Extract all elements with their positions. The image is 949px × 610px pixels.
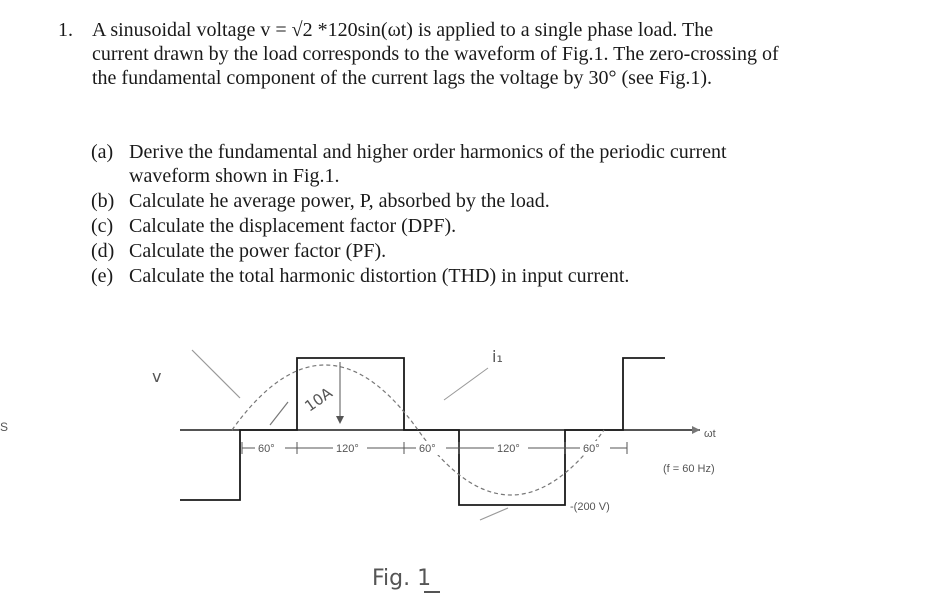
voltage-peak-label: -(200 V)	[570, 501, 610, 513]
interval-label: 60°	[419, 443, 436, 455]
subquestion-e: (e) Calculate the total harmonic distort…	[91, 264, 906, 288]
frequency-label: (f = 60 Hz)	[663, 463, 715, 475]
statement-line: the fundamental component of the current…	[92, 67, 713, 89]
annotation-stroke	[191, 349, 241, 399]
statement-line: A sinusoidal voltage v = √2 *120sin(ωt) …	[92, 19, 714, 41]
problem-statement: A sinusoidal voltage v = √2 *120sin(ωt) …	[92, 18, 902, 90]
amplitude-arrowhead-icon	[336, 416, 344, 424]
subquestion-label: (e)	[91, 265, 114, 287]
subquestion-text: Derive the fundamental and higher order …	[129, 141, 727, 163]
voltage-label: v	[152, 367, 161, 386]
subquestion-c: (c) Calculate the displacement factor (D…	[91, 214, 906, 238]
current-waveform	[180, 357, 665, 506]
axis-label: ωt	[704, 428, 716, 440]
annotation-stroke	[479, 507, 509, 521]
subquestion-text: Calculate the total harmonic distortion …	[129, 265, 630, 287]
subquestion-label: (d)	[91, 240, 115, 262]
subquestion-label: (b)	[91, 190, 115, 212]
amplitude-label: 10A	[301, 383, 336, 415]
subquestion-b: (b) Calculate he average power, P, absor…	[91, 189, 906, 213]
interval-label: 120°	[336, 443, 359, 455]
interval-label: 120°	[497, 443, 520, 455]
question-number: 1.	[58, 19, 73, 41]
statement-line: current drawn by the load corresponds to…	[92, 43, 779, 65]
subquestion-text: Calculate the displacement factor (DPF).	[129, 215, 457, 237]
subquestion-label: (c)	[91, 215, 114, 237]
axis-arrow-icon	[692, 426, 700, 434]
subquestion-list: (a) Derive the fundamental and higher or…	[91, 140, 906, 289]
annotation-stroke	[443, 367, 489, 401]
subquestion-label: (a)	[91, 141, 114, 163]
subquestion-d: (d) Calculate the power factor (PF).	[91, 239, 906, 263]
figure-caption: Fig. 1	[372, 566, 431, 591]
subquestion-text-continued: waveform shown in Fig.1.	[129, 165, 340, 187]
interval-label: 60°	[258, 443, 275, 455]
interval-label: 60°	[583, 443, 600, 455]
subquestion-a: (a) Derive the fundamental and higher or…	[91, 140, 906, 188]
subquestion-text: Calculate the power factor (PF).	[129, 240, 387, 262]
subquestion-text: Calculate he average power, P, absorbed …	[129, 190, 550, 212]
annotation-stroke	[269, 401, 289, 426]
edge-mark: S	[0, 420, 9, 434]
current-label: i₁	[492, 347, 503, 366]
